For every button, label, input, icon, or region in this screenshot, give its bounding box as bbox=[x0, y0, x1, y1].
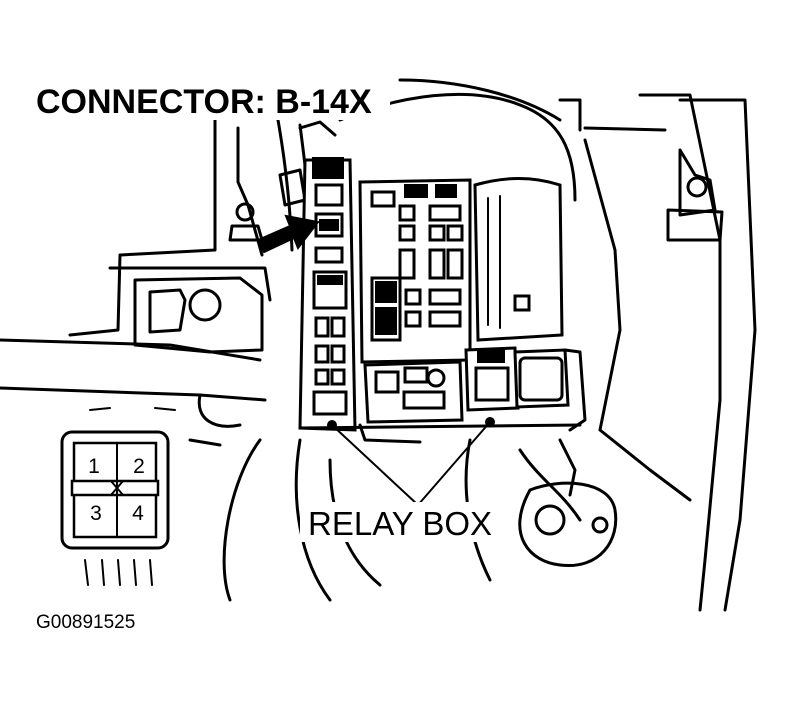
relay-box bbox=[298, 157, 587, 444]
connector-pin-1: 1 bbox=[88, 455, 100, 478]
connector-pin-4: 4 bbox=[132, 502, 144, 525]
connector-pin-2: 2 bbox=[133, 455, 145, 478]
connector-face-view: 1 2 3 4 bbox=[60, 430, 170, 550]
figure-code: G00891525 bbox=[36, 612, 135, 633]
relay-cover bbox=[473, 177, 564, 342]
relay-box-label: RELAY BOX bbox=[308, 505, 492, 542]
connector-arrow-icon bbox=[256, 214, 320, 254]
diagram-title: CONNECTOR: B-14X bbox=[36, 83, 372, 121]
fuse-cap bbox=[312, 157, 344, 179]
connector-pin-3: 3 bbox=[90, 502, 102, 525]
